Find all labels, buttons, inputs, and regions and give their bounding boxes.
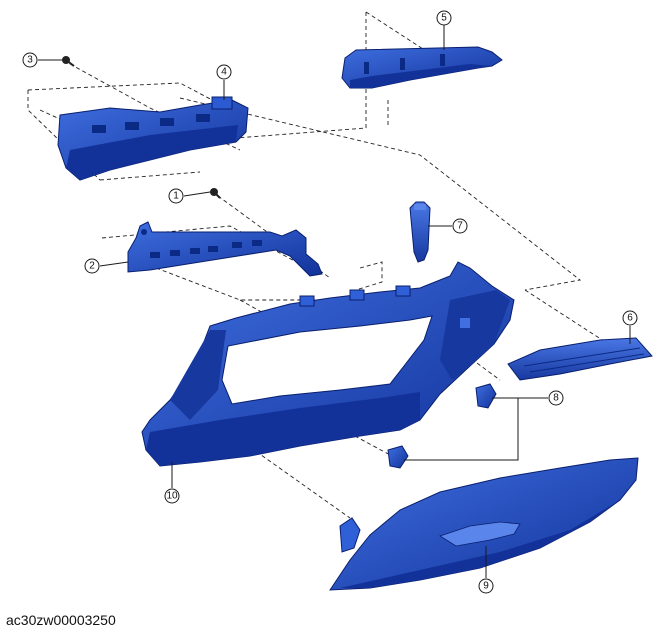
callout-3: 3 bbox=[22, 52, 38, 68]
part-10-glove-box-frame bbox=[141, 261, 515, 467]
part-2-reinforcement-bracket bbox=[127, 221, 323, 277]
callout-7: 7 bbox=[452, 218, 468, 234]
callout-leaders bbox=[38, 18, 631, 578]
callout-4: 4 bbox=[216, 64, 232, 80]
callout-9-label: 9 bbox=[483, 581, 489, 592]
callout-8-label: 8 bbox=[553, 393, 559, 404]
callout-10-label: 10 bbox=[166, 491, 178, 502]
callout-10: 10 bbox=[164, 488, 180, 504]
callout-5-label: 5 bbox=[441, 13, 447, 24]
part-8-clip-upper bbox=[475, 383, 497, 409]
part-1-screw bbox=[210, 188, 221, 199]
callout-6: 6 bbox=[622, 310, 638, 326]
part-9-glove-box-lid bbox=[329, 457, 639, 591]
callout-2: 2 bbox=[84, 258, 100, 274]
part-8-clip-lower bbox=[387, 445, 409, 469]
callout-1-label: 1 bbox=[173, 191, 179, 202]
callout-8: 8 bbox=[548, 390, 564, 406]
part-5-upper-panel bbox=[341, 46, 503, 89]
callout-1: 1 bbox=[168, 188, 184, 204]
part-3-screw bbox=[62, 56, 75, 67]
callout-2-label: 2 bbox=[89, 261, 95, 272]
drawing-code: ac30zw00003250 bbox=[6, 612, 116, 628]
callout-6-label: 6 bbox=[627, 313, 633, 324]
part-4-duct-bracket bbox=[57, 96, 249, 181]
callout-9: 9 bbox=[478, 578, 494, 594]
callout-3-label: 3 bbox=[27, 55, 33, 66]
callout-5: 5 bbox=[436, 10, 452, 26]
callout-7-label: 7 bbox=[457, 221, 463, 232]
part-7-damper bbox=[409, 201, 431, 263]
part-6-lid-strip bbox=[507, 337, 653, 381]
callout-4-label: 4 bbox=[221, 67, 227, 78]
